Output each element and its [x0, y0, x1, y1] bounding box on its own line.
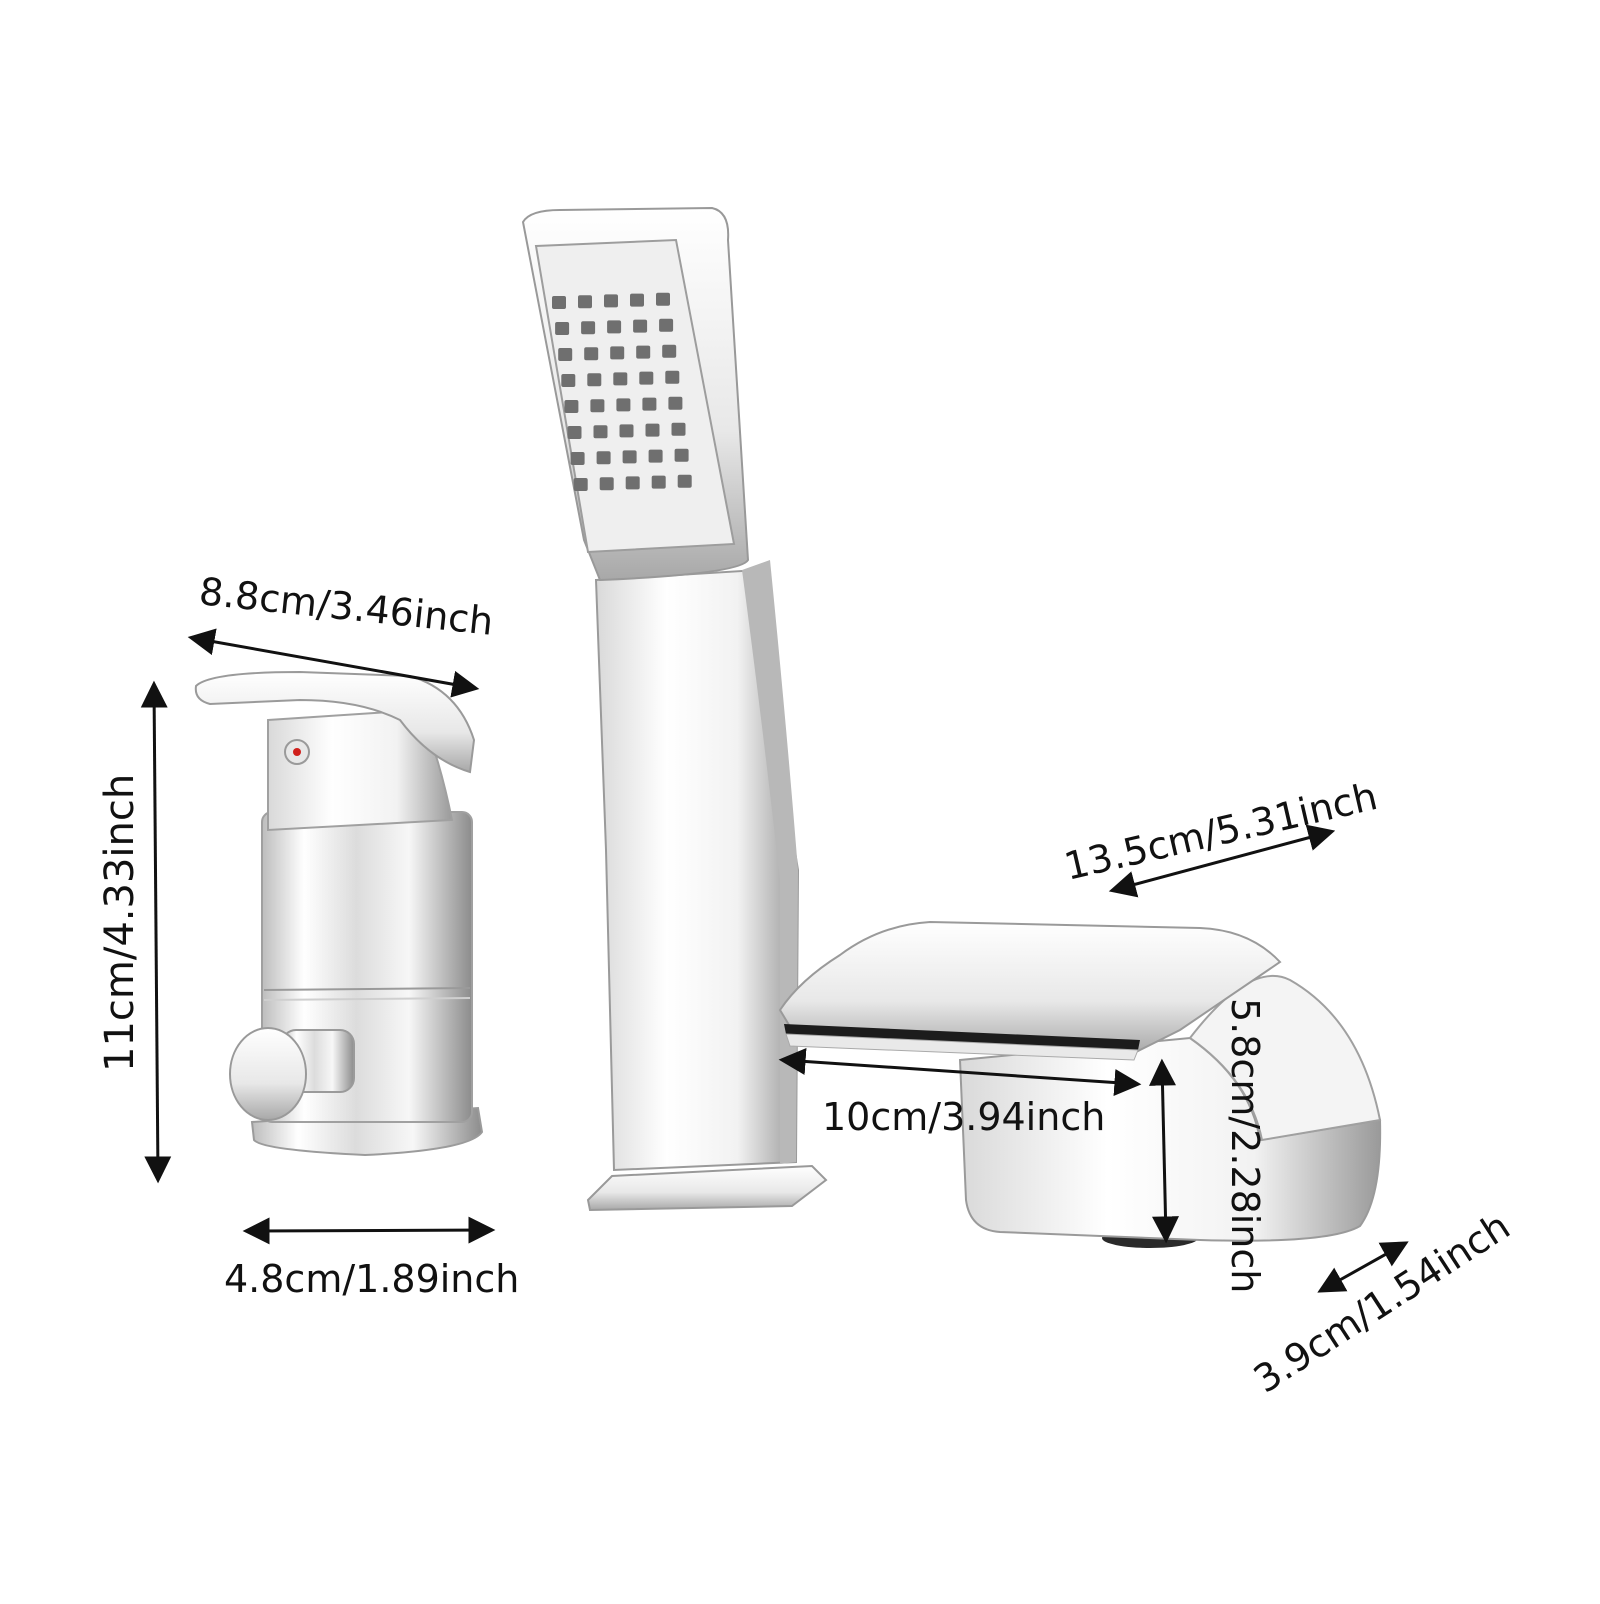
- nozzle: [665, 370, 680, 384]
- spray-face: [534, 238, 736, 554]
- nozzle: [610, 346, 625, 360]
- nozzle: [570, 452, 585, 465]
- nozzle: [567, 426, 582, 439]
- waterfall-spout: [778, 920, 1382, 1248]
- nozzle-grid: [552, 292, 692, 491]
- nozzle: [584, 347, 599, 361]
- nozzle: [573, 478, 588, 491]
- nozzle: [599, 477, 614, 491]
- mixer-valve: [194, 670, 484, 1157]
- nozzle: [630, 293, 644, 307]
- nozzle: [555, 322, 570, 335]
- nozzle: [636, 345, 651, 359]
- nozzle: [659, 318, 674, 332]
- nozzle: [613, 372, 628, 386]
- mixer-width-label: 8.8cm/3.46inch: [197, 569, 495, 644]
- nozzle: [561, 374, 576, 387]
- nozzle: [616, 398, 631, 412]
- nozzle: [590, 399, 605, 413]
- nozzle: [671, 422, 686, 436]
- spout-depth-arrow: [1317, 1241, 1409, 1293]
- nozzle: [622, 450, 637, 464]
- nozzle: [648, 449, 663, 463]
- nozzle: [633, 319, 648, 333]
- diverter-knob: [229, 1027, 307, 1121]
- nozzle: [668, 396, 683, 410]
- mixer-height-label: 11cm/4.33inch: [97, 774, 143, 1072]
- spout-length-arrow: [1108, 824, 1336, 898]
- nozzle: [607, 320, 622, 334]
- nozzle: [645, 423, 660, 437]
- spout-height-label: 5.8cm/2.28inch: [1223, 998, 1267, 1293]
- mixer-height-arrow: [140, 680, 172, 1184]
- mixer-base-arrow: [242, 1216, 496, 1245]
- nozzle: [593, 425, 608, 439]
- nozzle: [674, 448, 689, 462]
- nozzle: [677, 474, 692, 488]
- nozzle: [625, 476, 640, 490]
- hand-shower: [521, 206, 828, 1212]
- spout-height-arrow: [1148, 1058, 1180, 1244]
- nozzle: [662, 344, 677, 358]
- nozzle: [619, 424, 634, 438]
- nozzle: [596, 451, 611, 465]
- nozzle: [604, 294, 618, 308]
- spout-outlet-label: 10cm/3.94inch: [822, 1095, 1105, 1139]
- spout-length-label: 13.5cm/5.31inch: [1060, 774, 1381, 889]
- nozzle: [581, 321, 596, 335]
- mixer-width-arrow: [187, 628, 480, 698]
- nozzle: [552, 296, 566, 309]
- nozzle: [564, 400, 579, 413]
- nozzle: [642, 397, 657, 411]
- mixer-base-label: 4.8cm/1.89inch: [224, 1257, 519, 1301]
- nozzle: [558, 348, 573, 361]
- nozzle: [639, 371, 654, 385]
- spout-outlet-arrow: [778, 1048, 1142, 1096]
- nozzle: [656, 292, 670, 306]
- nozzle: [578, 295, 592, 309]
- nozzle: [651, 475, 666, 489]
- nozzle: [587, 373, 602, 387]
